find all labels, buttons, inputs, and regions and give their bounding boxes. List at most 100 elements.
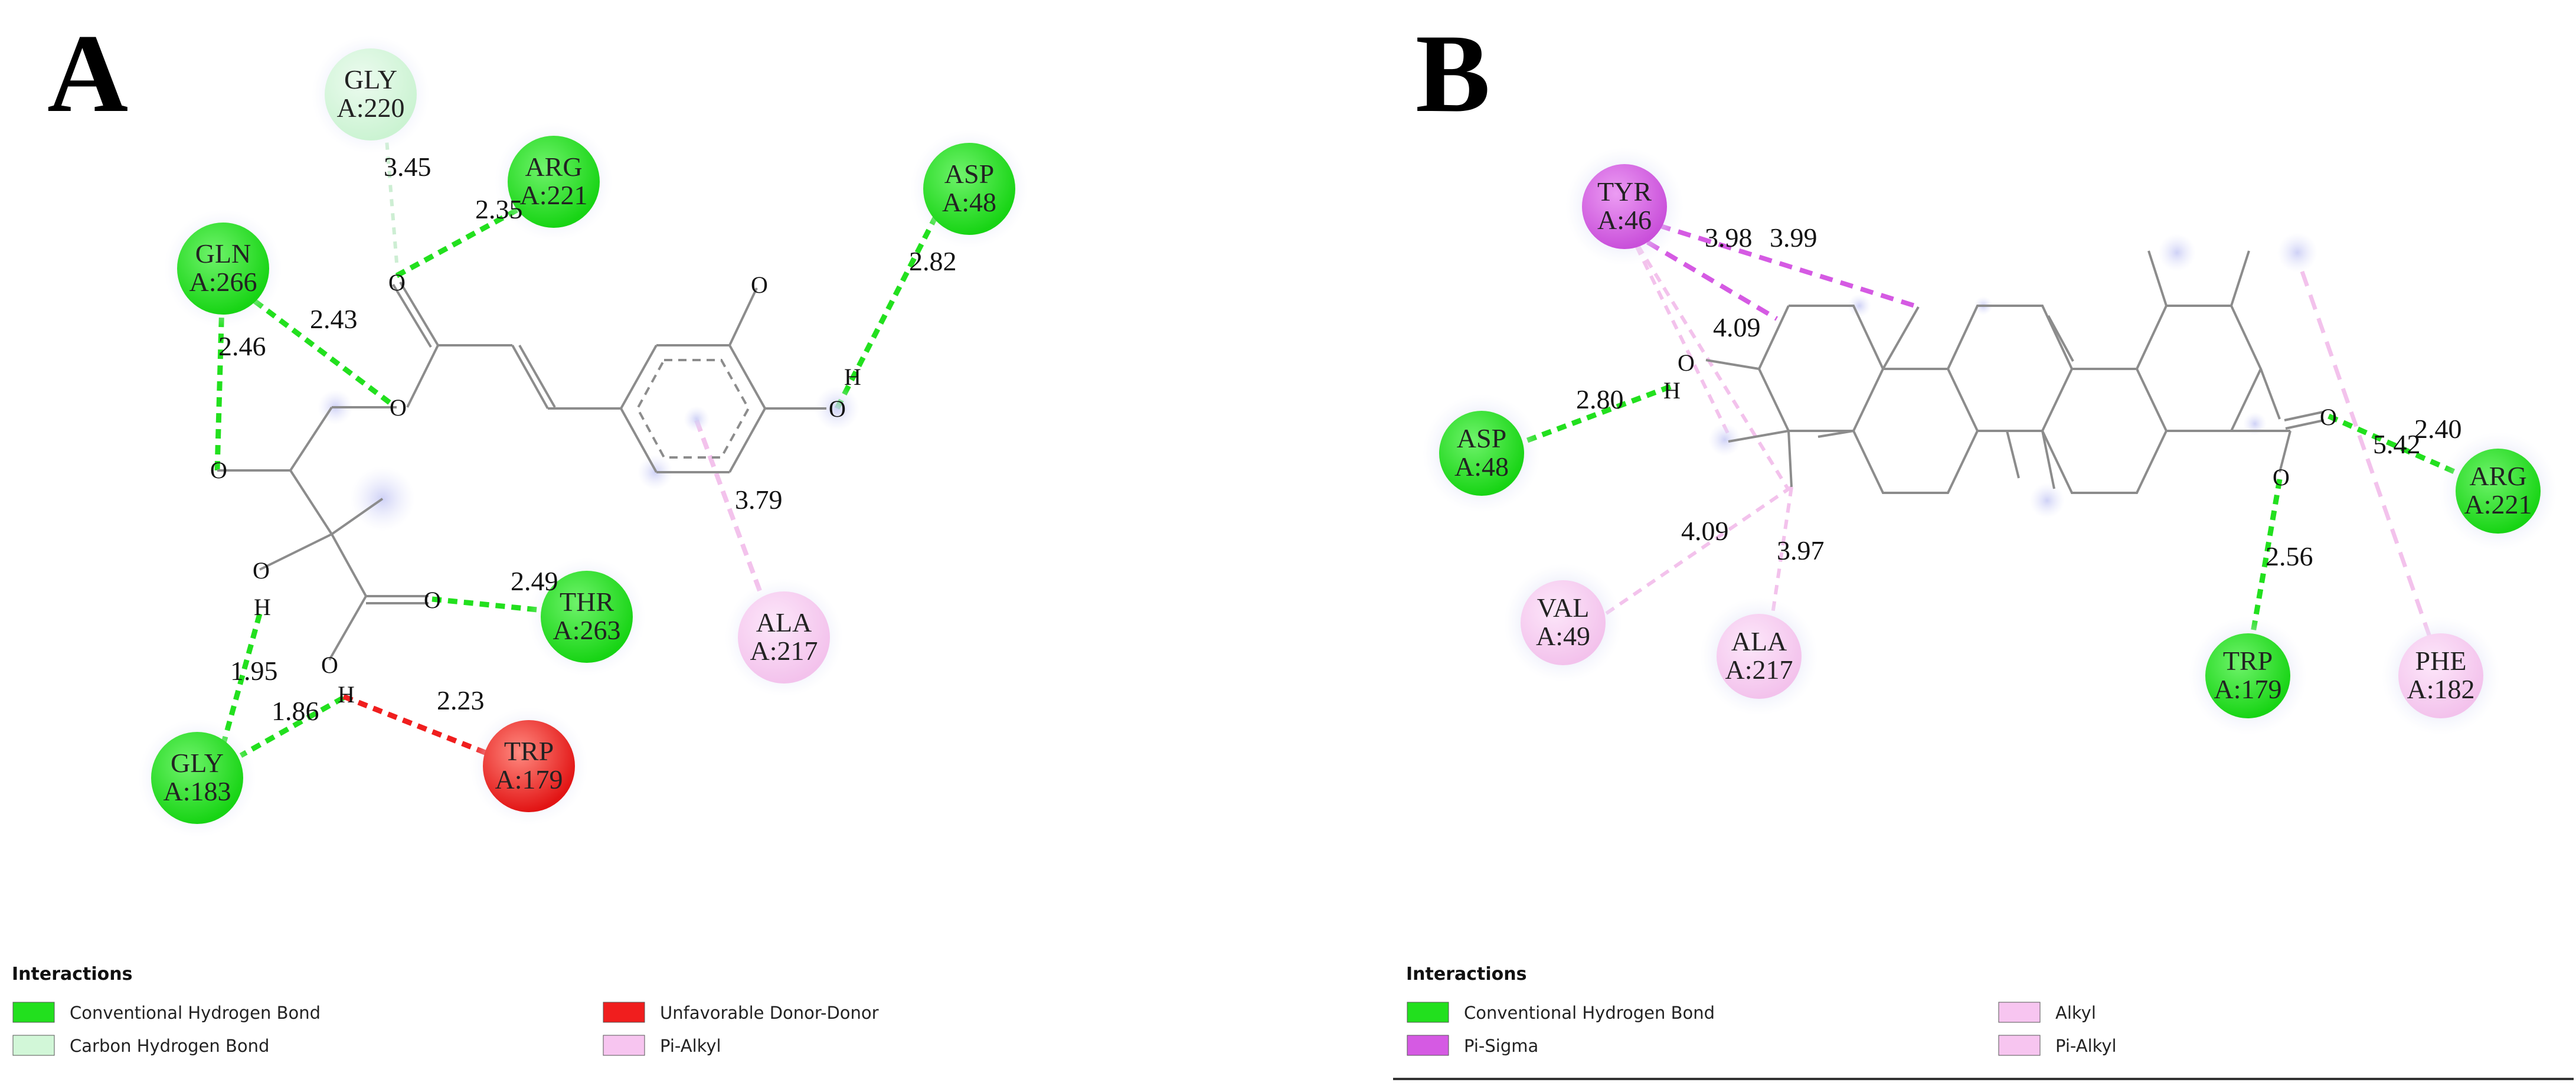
svg-text:Unfavorable Donor-Donor: Unfavorable Donor-Donor [660,1003,879,1023]
panel-b: B [1393,12,2574,1080]
ligand-b-skeleton [1705,250,2325,494]
svg-text:Conventional Hydrogen Bond: Conventional Hydrogen Bond [70,1003,321,1023]
distance-labels-a: 3.45 2.35 2.82 2.43 2.46 3.79 2.49 1.95 … [218,152,957,726]
svg-text:Carbon Hydrogen Bond: Carbon Hydrogen Bond [70,1036,269,1056]
distance-label: 3.99 [1770,223,1817,253]
svg-text:ALA: ALA [756,607,812,637]
legend-item-pi-sigma: Pi-Sigma [1407,1035,1538,1056]
svg-text:A:183: A:183 [164,776,231,806]
legend-title: Interactions [1406,964,1526,985]
svg-text:ALA: ALA [1731,626,1787,656]
interaction-line [431,596,579,617]
distance-label: 2.43 [310,304,358,334]
interaction-line [1627,230,1731,438]
legend-b: Interactions Conventional Hydrogen Bond … [1393,964,2574,1080]
svg-text:A:179: A:179 [495,764,563,794]
svg-text:A:217: A:217 [750,636,818,666]
interaction-line [834,200,946,410]
svg-text:Alkyl: Alkyl [2055,1003,2096,1023]
svg-text:A:266: A:266 [189,267,257,297]
residue-asp48-a: ASP A:48 [910,130,1028,248]
atom-label: O [2320,404,2337,430]
panel-a: A [12,12,1028,1056]
svg-text:A:220: A:220 [337,93,405,123]
svg-text:Pi-Alkyl: Pi-Alkyl [2055,1036,2117,1056]
interaction-line [383,117,398,263]
svg-text:ARG: ARG [525,152,582,182]
atom-labels-b: O H O O [1663,349,2337,490]
distance-label: 4.09 [1681,516,1729,546]
distance-label: 5.42 [2373,429,2421,459]
distance-label: 3.45 [384,152,431,182]
svg-text:A:49: A:49 [1536,621,1590,651]
distance-label: 1.95 [230,656,278,686]
legend-item-pi-alkyl: Pi-Alkyl [603,1035,721,1056]
distance-labels-b: 3.98 3.99 4.09 2.80 2.40 5.42 4.09 3.97 … [1576,223,2462,571]
svg-text:A:263: A:263 [553,615,621,645]
residue-trp179-a: TRP A:179 [470,707,588,825]
svg-text:TRP: TRP [504,736,554,766]
svg-text:A:182: A:182 [2407,674,2475,704]
legend-title: Interactions [12,964,132,985]
svg-text:Conventional Hydrogen Bond: Conventional Hydrogen Bond [1464,1003,1715,1023]
distance-label: 3.98 [1705,223,1753,253]
residue-gly220: GLY A:220 [312,35,430,153]
svg-text:TYR: TYR [1597,176,1652,207]
atom-label: O [253,557,270,584]
distance-label: 3.79 [735,485,783,515]
interaction-line [214,302,225,471]
legend-item-unfavorable: Unfavorable Donor-Donor [603,1002,879,1023]
svg-text:A:48: A:48 [942,187,996,217]
distance-label: 2.80 [1576,384,1624,414]
residue-tyr46: TYR A:46 [1565,148,1683,266]
atom-label: O [2273,464,2290,490]
distance-label: 2.23 [437,685,485,715]
residue-phe182: PHE A:182 [2382,617,2500,735]
svg-text:ARG: ARG [2469,461,2526,491]
atom-label: H [1663,377,1681,404]
ligand-a-skeleton [217,281,826,660]
distance-label: 3.97 [1777,535,1825,565]
distance-label: 2.35 [475,194,523,224]
svg-text:Pi-Alkyl: Pi-Alkyl [660,1036,721,1056]
legend-item-conventional-hbond-b: Conventional Hydrogen Bond [1407,1002,1715,1023]
atom-label: O [829,395,846,422]
atom-label: O [390,394,407,421]
svg-text:A:221: A:221 [2464,489,2532,519]
svg-text:TRP: TRP [2223,646,2273,676]
distance-label: 2.49 [511,566,558,596]
panel-letter-a: A [47,12,128,136]
svg-text:ASP: ASP [944,159,994,189]
legend-item-conventional-hbond: Conventional Hydrogen Bond [12,1002,321,1023]
atom-labels-a: O O O O O O O H H H O [210,269,861,708]
residue-gly183: GLY A:183 [138,719,256,837]
atom-label: O [424,587,441,613]
svg-text:A:217: A:217 [1725,655,1793,685]
atom-label: O [751,272,768,298]
distance-label: 4.09 [1713,312,1761,342]
residue-trp179-b: TRP A:179 [2189,617,2307,735]
interaction-line [1604,485,1793,616]
legend-item-alkyl: Alkyl [1998,1002,2096,1023]
svg-text:A:179: A:179 [2214,674,2282,704]
interaction-line [220,613,263,746]
atom-label: H [844,364,861,390]
panel-letter-b: B [1416,12,1490,136]
svg-text:A:46: A:46 [1597,205,1652,235]
svg-text:A:48: A:48 [1454,452,1509,482]
distance-label: 2.46 [218,331,266,361]
legend-item-pi-alkyl-b: Pi-Alkyl [1998,1035,2117,1056]
atom-label: O [1678,349,1695,376]
interaction-line [245,293,391,405]
atom-halos-b [1708,233,2317,518]
residue-arg221-a: ARG A:221 [495,123,613,241]
residue-ala217-b: ALA A:217 [1700,597,1818,715]
distance-label: 1.86 [272,696,319,726]
svg-text:VAL: VAL [1537,593,1590,623]
svg-text:THR: THR [560,587,614,617]
interaction-line [2300,270,2434,645]
svg-text:PHE: PHE [2415,646,2467,676]
interaction-line [2327,413,2483,487]
svg-text:Pi-Sigma: Pi-Sigma [1464,1036,1538,1056]
